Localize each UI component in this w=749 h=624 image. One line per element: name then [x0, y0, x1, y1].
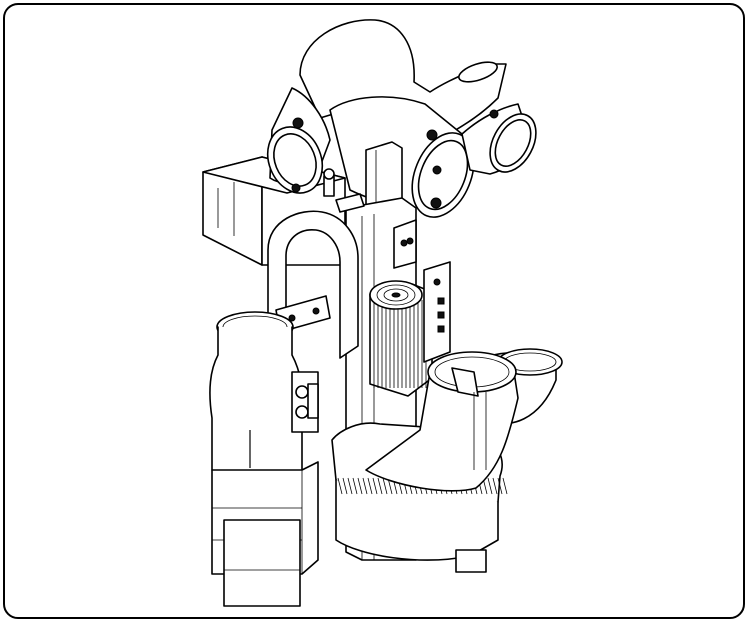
gasket-hatch-line	[342, 477, 348, 495]
gasket-hatch-line	[352, 477, 358, 495]
side-bracket	[423, 261, 451, 363]
gasket-hatch-line	[347, 477, 353, 495]
gasket-hatch-line	[372, 477, 378, 495]
upper-duct-assembly	[266, 19, 537, 218]
gasket-hatch-line	[357, 477, 363, 495]
gasket-hatch-line	[487, 477, 493, 495]
gasket-hatch-line	[497, 477, 503, 495]
bolt-icon	[430, 197, 442, 209]
bolt-icon	[432, 165, 442, 175]
gasket-hatch-line	[502, 477, 508, 495]
heat-sink	[369, 280, 433, 397]
gasket-hatch-line	[382, 477, 388, 495]
bolt-icon	[489, 109, 499, 119]
gasket-hatch-line	[377, 477, 383, 495]
right-hopper-assembly	[331, 348, 563, 573]
bolt-icon	[291, 183, 301, 193]
gasket-hatch-line	[367, 477, 373, 495]
valve-cluster	[291, 371, 319, 433]
left-funnel-body	[209, 326, 305, 479]
sensor-rods	[323, 168, 365, 213]
gasket-hatch-line	[337, 477, 343, 495]
bolt-icon	[426, 129, 438, 141]
gasket-hatch-line	[362, 477, 368, 495]
bolt-icon	[292, 117, 304, 129]
left-hopper-stack	[209, 311, 319, 607]
gasket-hatch-line	[492, 477, 498, 495]
